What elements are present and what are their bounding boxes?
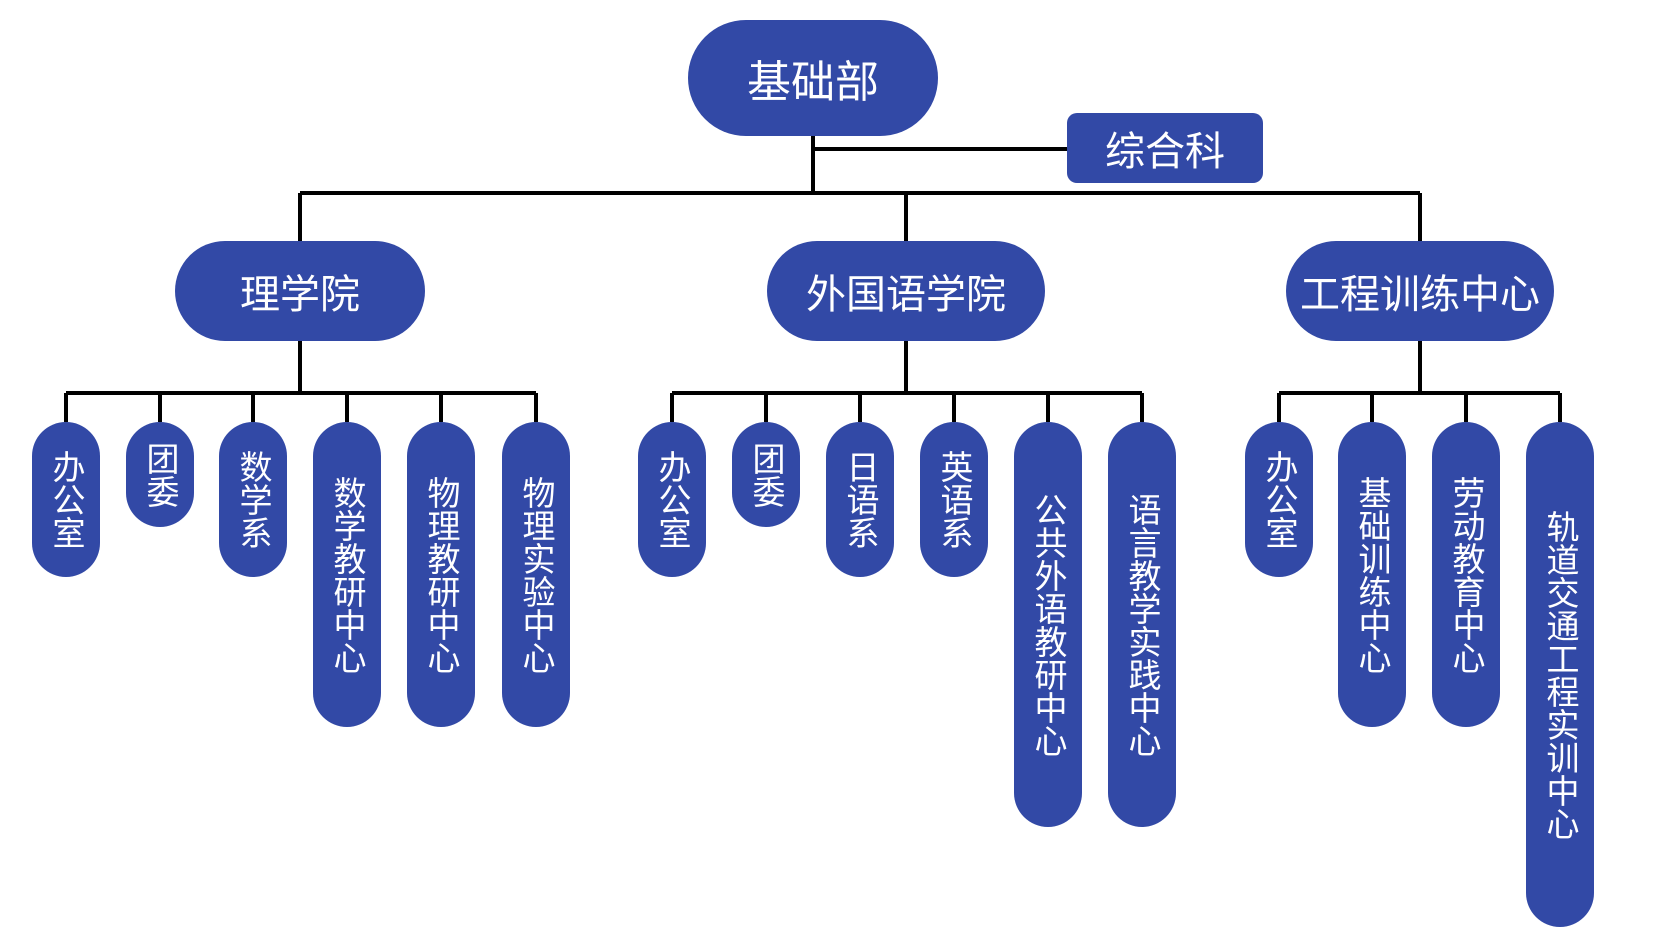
root-node: 基础部 [688, 20, 938, 136]
side-node-label: 综合科 [1105, 129, 1225, 175]
leaf-node-label: 物理实验中心 [517, 475, 556, 674]
root-node-label: 基础部 [747, 57, 879, 108]
branch-node-foreign-languages: 外国语学院 [767, 241, 1045, 341]
leaf-node-label: 办公室 [653, 450, 692, 549]
leaf-node: 数学系 [219, 422, 287, 577]
branch-node-science: 理学院 [175, 241, 425, 341]
leaf-node-label: 语言教学实践中心 [1123, 492, 1162, 757]
leaf-node-label: 办公室 [47, 450, 86, 549]
leaf-node: 物理教研中心 [407, 422, 475, 727]
branch-node-label: 外国语学院 [806, 272, 1006, 318]
leaf-node: 办公室 [638, 422, 706, 577]
leaf-node-label: 数学教研中心 [328, 475, 367, 674]
leaf-node-label: 公共外语教研中心 [1029, 492, 1068, 757]
leaf-node-label: 日语系 [841, 450, 880, 549]
leaf-node-label: 办公室 [1260, 450, 1299, 549]
branch-node-engineering-training: 工程训练中心 [1286, 241, 1554, 341]
leaf-node-label: 团委 [747, 441, 786, 508]
leaf-node: 英语系 [920, 422, 988, 577]
side-node: 综合科 [1067, 113, 1263, 183]
branch-node-label: 理学院 [240, 272, 360, 318]
leaf-node: 办公室 [1245, 422, 1313, 577]
leaf-node-label: 英语系 [935, 450, 974, 549]
leaf-node-label: 劳动教育中心 [1447, 475, 1486, 674]
leaf-node: 公共外语教研中心 [1014, 422, 1082, 827]
branch-node-label: 工程训练中心 [1300, 272, 1540, 318]
leaf-node-label: 轨道交通工程实训中心 [1541, 509, 1580, 840]
leaf-node: 数学教研中心 [313, 422, 381, 727]
leaf-node: 日语系 [826, 422, 894, 577]
leaf-node-label: 数学系 [234, 450, 273, 549]
leaf-node: 物理实验中心 [502, 422, 570, 727]
leaf-node-label: 团委 [141, 441, 180, 508]
leaf-node-label: 基础训练中心 [1353, 475, 1392, 674]
leaf-node: 语言教学实践中心 [1108, 422, 1176, 827]
leaf-node-label: 物理教研中心 [422, 475, 461, 674]
leaf-node: 基础训练中心 [1338, 422, 1406, 727]
leaf-node: 团委 [732, 422, 800, 527]
leaf-node: 办公室 [32, 422, 100, 577]
leaf-node: 劳动教育中心 [1432, 422, 1500, 727]
leaf-node: 团委 [126, 422, 194, 527]
leaf-node: 轨道交通工程实训中心 [1526, 422, 1594, 927]
